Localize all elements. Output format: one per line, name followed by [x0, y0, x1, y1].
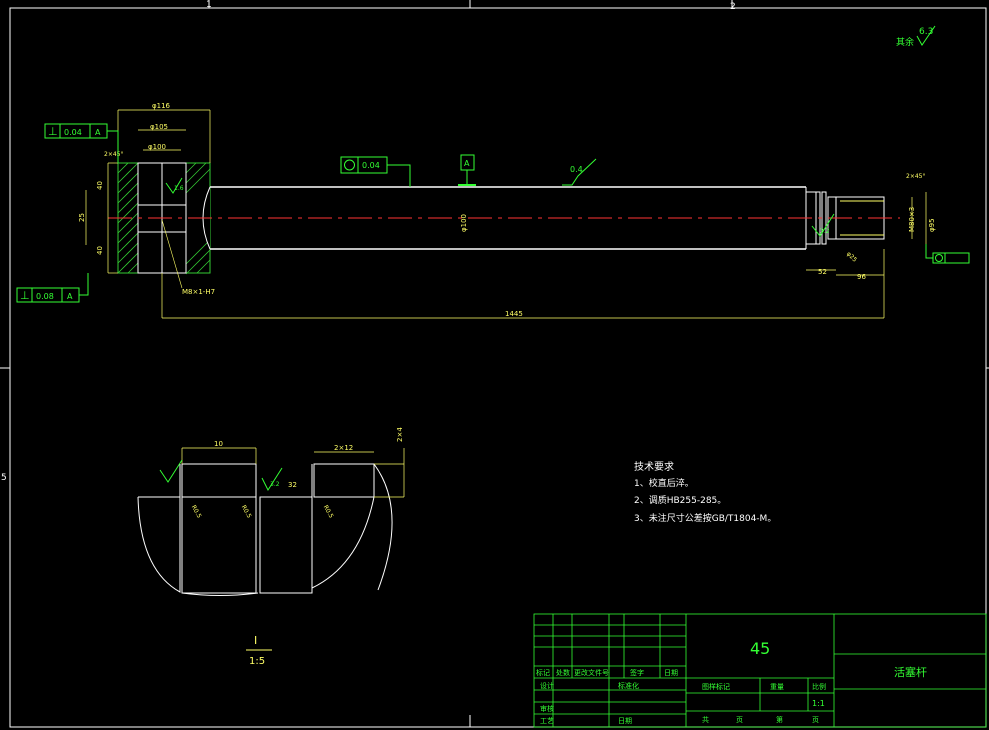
- detail-r1: R0.5: [190, 504, 203, 520]
- svg-text:A: A: [95, 128, 101, 137]
- detail-r2: R0.5: [240, 504, 253, 520]
- dim-96: 96: [857, 273, 866, 281]
- footer-total: 共: [702, 715, 709, 724]
- svg-text:0.04: 0.04: [362, 161, 380, 170]
- svg-text:1.6: 1.6: [174, 185, 184, 192]
- header-file: 更改文件号: [574, 668, 609, 677]
- surface-finish-value: 6.3: [919, 27, 933, 37]
- svg-text:A: A: [67, 292, 73, 301]
- role-process: 工艺: [540, 717, 554, 725]
- header-mark: 标记: [536, 668, 550, 677]
- chamfer-right: 2×45°: [906, 173, 925, 180]
- svg-text:⊥: ⊥: [20, 289, 30, 302]
- note-1: 1、校直后淬。: [634, 477, 694, 489]
- header-sign: 签字: [630, 668, 644, 677]
- drawing-border: [9, 7, 987, 728]
- surface-finish-label: 其余: [896, 36, 914, 48]
- dim-52: 52: [818, 268, 827, 276]
- role-review: 审核: [540, 704, 554, 713]
- dim-d95: φ95: [928, 218, 936, 232]
- notes-title: 技术要求: [634, 460, 674, 473]
- zone-mark-2: 2: [730, 2, 736, 12]
- detail-32: 32: [288, 481, 297, 489]
- roughness-symbol: [916, 25, 936, 46]
- role-design: 设计: [540, 681, 554, 690]
- piston-rod: [210, 186, 885, 250]
- dim-d25: φ25: [845, 250, 858, 263]
- dim-rod: φ100: [460, 214, 468, 232]
- detail-label-i: I: [254, 634, 257, 647]
- dim-25: 25: [78, 213, 86, 222]
- detail-dim-step: 2×12: [334, 444, 353, 452]
- dim-m80: M80×3: [908, 207, 916, 232]
- scale-value: 1:1: [812, 699, 825, 708]
- chamfer-left: 2×45°: [104, 151, 123, 158]
- detail-roughness-1: [159, 459, 183, 483]
- roughness-end: 3.2: [811, 213, 835, 237]
- detail-dim-10: 10: [214, 440, 223, 448]
- note-2: 2、调质HB255-285。: [634, 494, 726, 506]
- svg-text:0.04: 0.04: [64, 128, 82, 137]
- col-weight: 重量: [770, 683, 784, 691]
- col-drawing-mark: 图样标记: [702, 682, 730, 691]
- col-scale: 比例: [812, 682, 826, 691]
- part-name: 活塞杆: [894, 665, 927, 679]
- dim-40-a: 40: [96, 181, 104, 190]
- material: 45: [750, 639, 770, 658]
- tol-frame-2: ⊥ 0.08 A: [16, 273, 89, 303]
- dim-d105: φ105: [150, 123, 168, 131]
- detail-scale: 1:5: [249, 656, 265, 667]
- footer-page1: 页: [736, 716, 743, 724]
- roughness-head: 1.6: [165, 177, 184, 194]
- dim-40-b: 40: [96, 246, 104, 255]
- dim-overall: 1445: [505, 310, 523, 318]
- dim-d116: φ116: [152, 102, 171, 110]
- svg-text:0.08: 0.08: [36, 292, 54, 301]
- header-count: 处数: [556, 668, 570, 677]
- tol-frame-4: [925, 244, 970, 264]
- detail-view: [137, 463, 393, 596]
- detail-r3: R0.5: [322, 504, 335, 520]
- role-date: 日期: [618, 717, 632, 725]
- svg-text:⊥: ⊥: [48, 125, 58, 138]
- detail-roughness-2: [261, 467, 283, 492]
- footer-nth: 第: [776, 715, 783, 724]
- roughness-rod: 0.4: [562, 158, 597, 186]
- role-std: 标准化: [618, 681, 639, 690]
- tol-frame-3: 0.04: [340, 156, 411, 187]
- datum-a: A: [458, 154, 476, 186]
- detail-dim-side: 2×4: [396, 427, 404, 442]
- dim-d100-head: φ100: [148, 143, 166, 151]
- svg-text:3.2: 3.2: [820, 228, 830, 235]
- dimension-lines: [85, 109, 927, 319]
- svg-text:0.4: 0.4: [570, 165, 583, 174]
- zone-mark-1: 1: [206, 0, 212, 10]
- detail-roughness-value: 3.2: [270, 481, 280, 488]
- tech-notes: 技术要求 1、校直后淬。 2、调质HB255-285。 3、未注尺寸公差按GB/…: [634, 460, 776, 524]
- title-block: [533, 613, 987, 728]
- footer-page2: 页: [812, 716, 819, 724]
- zone-mark-left: 5: [1, 473, 7, 483]
- header-date: 日期: [664, 669, 678, 677]
- thread-dim: M8×1-H7: [182, 288, 215, 296]
- svg-text:A: A: [464, 159, 470, 168]
- note-3: 3、未注尺寸公差按GB/T1804-M。: [634, 512, 776, 524]
- tol-frame-1: ⊥ 0.04 A: [44, 123, 119, 163]
